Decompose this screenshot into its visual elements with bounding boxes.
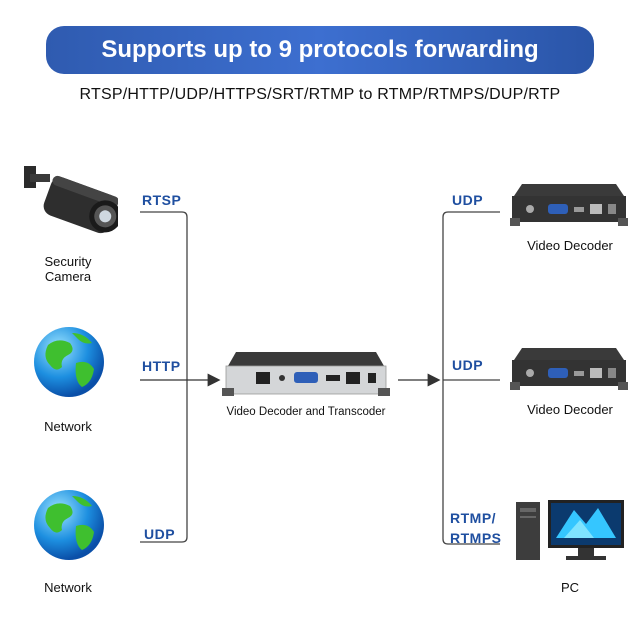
protocol-rtmp-rtmps: RTMP/RTMPS	[450, 510, 502, 546]
security-camera-icon	[24, 166, 118, 234]
pc-icon	[516, 500, 624, 560]
center-device-label: Video Decoder and Transcoder	[226, 406, 386, 418]
protocol-http: HTTP	[142, 358, 181, 374]
video-decoder-device-icon	[510, 184, 628, 226]
input-bracket-line	[140, 211, 188, 543]
network-label-2: Network	[44, 580, 92, 595]
video-decoder-device-icon	[510, 348, 628, 390]
decoder-transcoder-device-icon	[222, 352, 390, 396]
protocol-rtsp: RTSP	[142, 192, 182, 208]
protocol-udp-output-2: UDP	[452, 357, 484, 373]
globe-icon	[34, 327, 104, 397]
protocols-subtitle: RTSP/HTTP/UDP/HTTPS/SRT/RTMP to RTMP/RTM…	[79, 86, 561, 103]
video-decoder-label-1: Video Decoder	[527, 238, 613, 253]
globe-icon	[34, 490, 104, 560]
output-bracket-line	[442, 211, 500, 545]
network-label-1: Network	[44, 419, 92, 434]
protocol-udp-input: UDP	[144, 526, 176, 542]
title-banner: Supports up to 9 protocols forwarding	[46, 26, 594, 74]
protocol-udp-output-1: UDP	[452, 192, 484, 208]
video-decoder-label-2: Video Decoder	[527, 402, 613, 417]
pc-label: PC	[560, 580, 580, 595]
